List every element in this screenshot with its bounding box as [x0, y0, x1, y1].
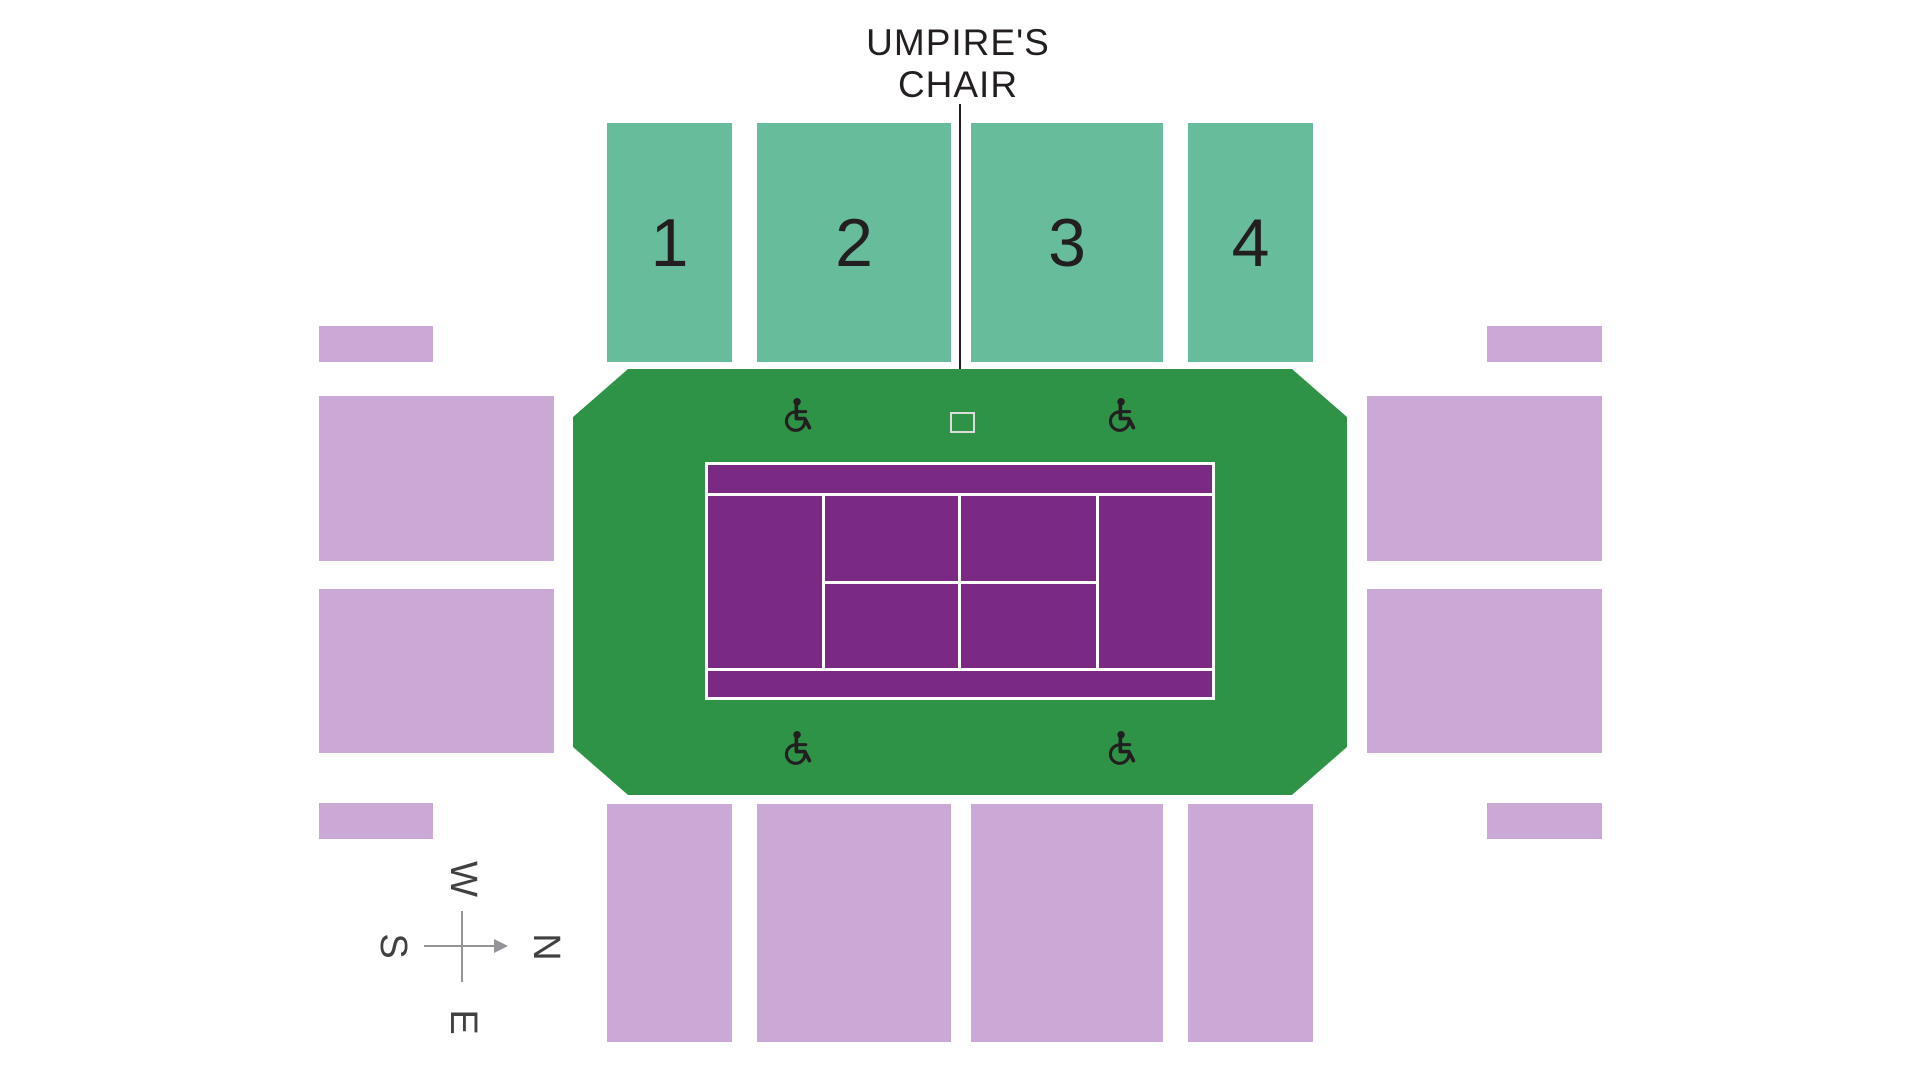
top-stand-section-1[interactable]: 1	[607, 123, 732, 362]
left-stand-small-bar-top[interactable]	[319, 326, 433, 362]
compass-axis-vertical	[461, 911, 463, 982]
wheelchair-icon	[784, 731, 812, 765]
bottom-stand-section-4[interactable]	[1188, 804, 1313, 1042]
tennis-court	[705, 462, 1215, 700]
wheelchair-icon	[784, 398, 812, 432]
top-stand-section-4[interactable]: 4	[1188, 123, 1313, 362]
section-number: 2	[835, 204, 873, 281]
bottom-stand-section-3[interactable]	[971, 804, 1163, 1042]
compass-axis-horizontal	[424, 945, 496, 947]
umpire-chair-label: UMPIRE'S CHAIR	[866, 22, 1050, 106]
umpire-chair-label-line1: UMPIRE'S	[866, 22, 1050, 63]
right-stand-small-bar-top[interactable]	[1487, 326, 1602, 362]
compass-letter-north: N	[525, 933, 567, 961]
umpire-chair-marker	[950, 412, 975, 433]
bottom-stand-section-2[interactable]	[757, 804, 951, 1042]
compass-letter-south: S	[372, 933, 414, 959]
top-stand-section-2[interactable]: 2	[757, 123, 951, 362]
section-number: 3	[1048, 204, 1086, 281]
left-stand-block-2[interactable]	[319, 589, 554, 753]
court-line-center-service	[822, 581, 1099, 584]
section-number: 1	[650, 204, 689, 281]
compass-arrow-icon	[494, 939, 508, 953]
right-stand-block-1[interactable]	[1367, 396, 1602, 561]
umpire-chair-callout-line	[959, 104, 961, 421]
compass-letter-west: W	[442, 861, 484, 897]
compass-letter-east: E	[442, 1009, 484, 1035]
bottom-stand-section-1[interactable]	[607, 804, 732, 1042]
umpire-chair-label-line2: CHAIR	[897, 64, 1019, 105]
wheelchair-icon	[1108, 398, 1136, 432]
right-stand-small-bar-bottom[interactable]	[1487, 803, 1602, 839]
wheelchair-icon	[1108, 731, 1136, 765]
left-stand-block-1[interactable]	[319, 396, 554, 561]
top-stand-section-3[interactable]: 3	[971, 123, 1163, 362]
left-stand-small-bar-bottom[interactable]	[319, 803, 433, 839]
right-stand-block-2[interactable]	[1367, 589, 1602, 753]
section-number: 4	[1231, 204, 1270, 281]
